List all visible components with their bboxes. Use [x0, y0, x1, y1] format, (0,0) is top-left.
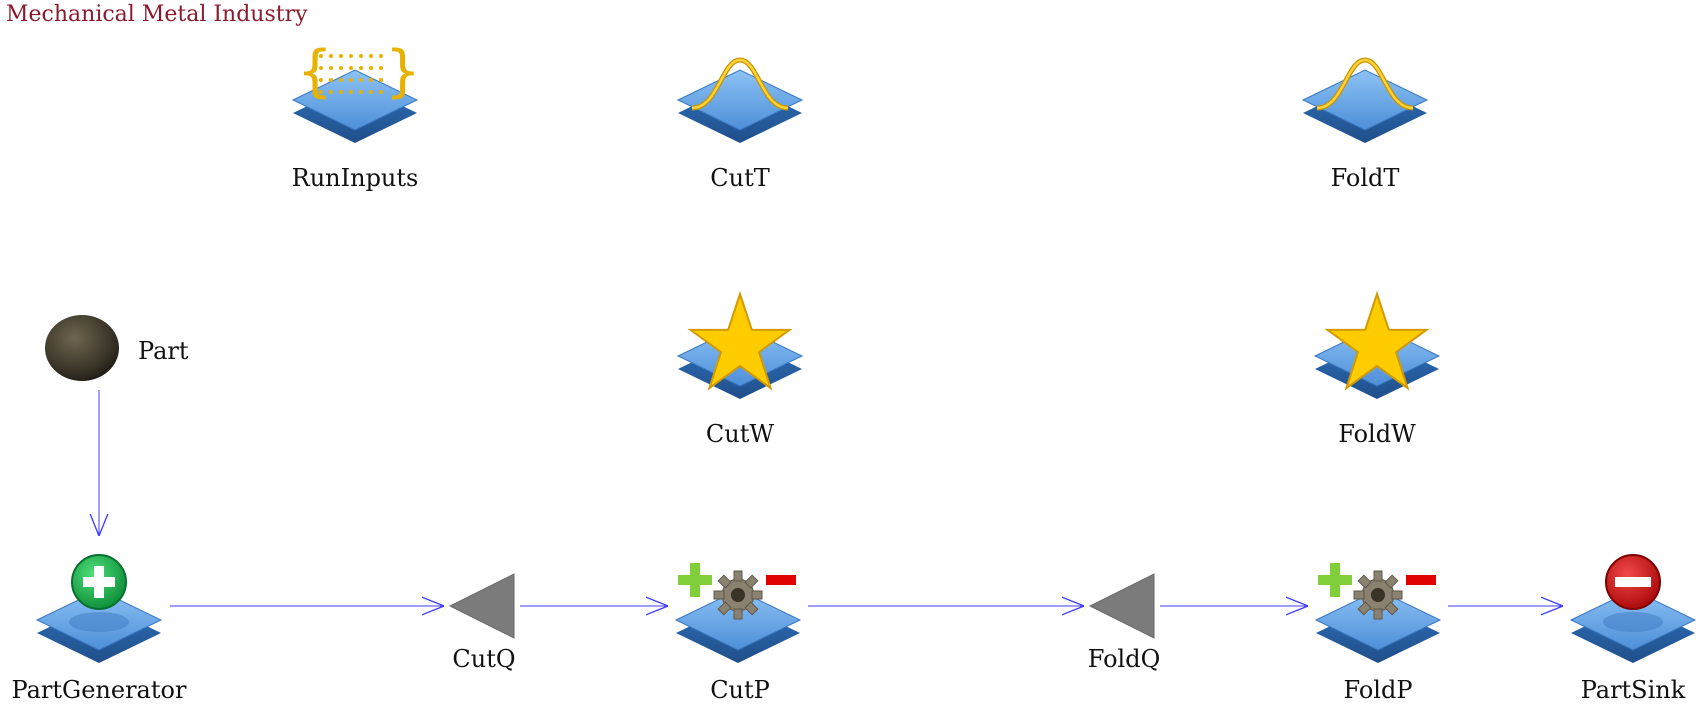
- fold-q-node[interactable]: [1088, 573, 1155, 639]
- fold-w-label: FoldW: [1338, 420, 1416, 448]
- fold-t-node[interactable]: [1302, 60, 1428, 144]
- cut-t-node[interactable]: [677, 60, 803, 144]
- fold-p-label: FoldP: [1343, 676, 1413, 704]
- matrix-brace-icon: { }: [297, 39, 421, 104]
- svg-text:{: {: [297, 39, 333, 104]
- svg-text:}: }: [385, 39, 421, 104]
- part-generator-label: PartGenerator: [11, 676, 187, 704]
- fold-q-label: FoldQ: [1087, 645, 1161, 673]
- sink-minus-icon: [1605, 554, 1661, 610]
- part-label: Part: [138, 337, 189, 365]
- cut-t-label: CutT: [710, 164, 770, 192]
- entity-sphere-icon: [45, 315, 119, 381]
- part-sink-label: PartSink: [1580, 676, 1686, 704]
- cut-p-label: CutP: [710, 676, 770, 704]
- queue-triangle-icon: [448, 573, 515, 639]
- fold-p-node[interactable]: [1315, 563, 1441, 664]
- cut-p-node[interactable]: [675, 563, 801, 664]
- generator-plus-icon: [71, 554, 127, 610]
- part-node[interactable]: [45, 315, 119, 381]
- cut-w-label: CutW: [705, 420, 775, 448]
- page-title: Mechanical Metal Industry: [6, 2, 308, 27]
- part-sink-node[interactable]: [1570, 554, 1696, 664]
- process-gear-icon: [1318, 563, 1436, 620]
- cut-q-node[interactable]: [448, 573, 515, 639]
- cut-q-label: CutQ: [452, 645, 516, 673]
- queue-triangle-icon: [1088, 573, 1155, 639]
- fold-w-node[interactable]: [1314, 293, 1440, 400]
- run-inputs-label: RunInputs: [291, 164, 419, 192]
- fold-t-label: FoldT: [1330, 164, 1400, 192]
- run-inputs-node[interactable]: { }: [292, 39, 421, 144]
- connectors: [99, 390, 1563, 606]
- process-gear-icon: [678, 563, 796, 620]
- part-generator-node[interactable]: [36, 554, 162, 664]
- cut-w-node[interactable]: [677, 293, 803, 400]
